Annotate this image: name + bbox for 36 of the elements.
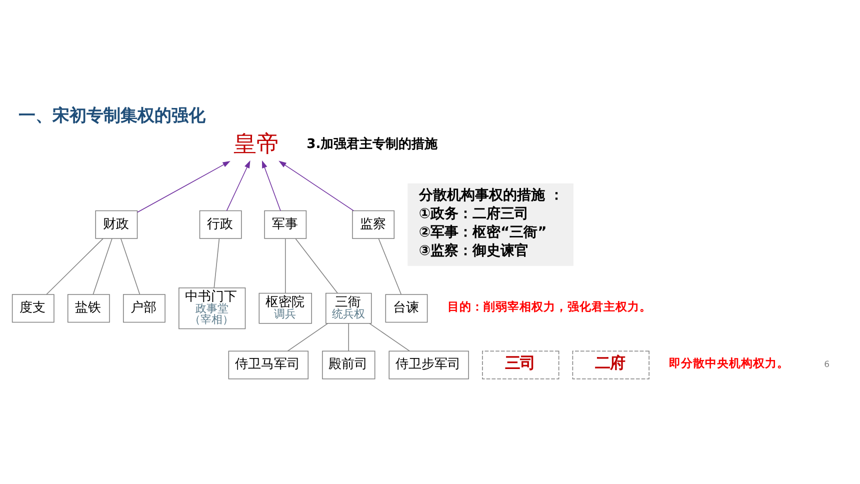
connector [284, 238, 286, 294]
label: 3.加强君主专制的措施 [306, 136, 438, 152]
label: 6 [824, 359, 830, 370]
node-box: 三衙 统兵权 [325, 292, 372, 324]
connector [46, 238, 104, 295]
connector [120, 238, 140, 295]
connector [287, 323, 328, 352]
connector [295, 238, 338, 294]
label: 即分散中央机构权力。 [669, 356, 790, 370]
connector [92, 238, 112, 295]
label: 目的：削弱宰相权力，强化君主权力。 [447, 299, 652, 314]
node-box: 盐铁 [67, 294, 110, 323]
arrow [226, 160, 250, 212]
connector [348, 323, 349, 352]
arrow [262, 160, 281, 212]
arrow [137, 160, 230, 213]
connector [378, 238, 402, 295]
node-box: 户部 [123, 294, 166, 323]
node-box: 度支 [12, 294, 54, 323]
connector [369, 323, 410, 352]
node-box: 三司 [482, 350, 560, 380]
diagram-title: 一、宋初专制集权的强化 [18, 104, 206, 125]
node-box: 台谏 [385, 294, 428, 323]
node-box: 中书门下 政事堂 （宰相） [178, 288, 246, 330]
node-box: 军事 [264, 210, 307, 239]
node-box: 殿前司 [322, 350, 376, 380]
node-text: 皇帝 [233, 131, 280, 158]
node-box: 二府 [572, 350, 650, 380]
node-box: 枢密院 调兵 [258, 292, 312, 324]
connector [214, 238, 220, 288]
node-box: 财政 [95, 210, 138, 239]
node-box: 侍卫马军司 [228, 350, 308, 380]
node-box: 行政 [199, 210, 242, 239]
arrow [278, 160, 354, 212]
node-box: 侍卫步军司 [388, 350, 469, 380]
node-box: 监察 [352, 210, 395, 239]
